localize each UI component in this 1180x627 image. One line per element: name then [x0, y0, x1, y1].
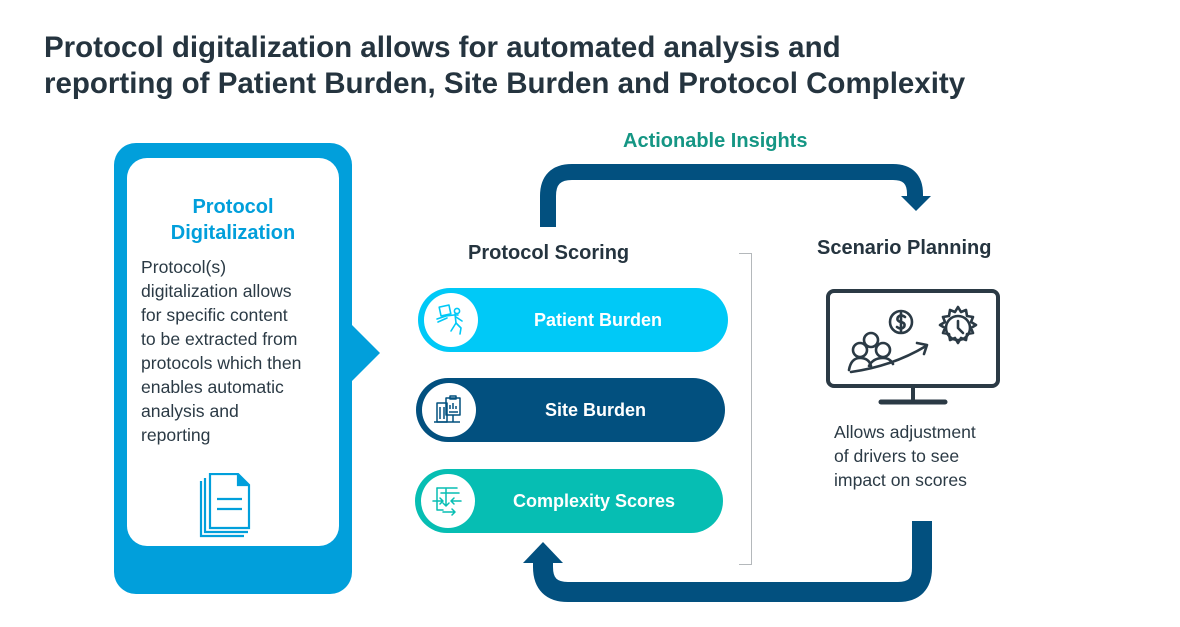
icon-badge — [424, 293, 478, 347]
title-line-2: reporting of Patient Burden, Site Burden… — [44, 67, 966, 100]
feedback-arrow — [523, 521, 932, 602]
gear-clock-icon — [938, 305, 978, 345]
scenario-planning-heading: Scenario Planning — [817, 237, 992, 259]
icon-badge — [421, 474, 475, 528]
protocol-scoring-heading: Protocol Scoring — [468, 242, 630, 264]
documents-stack-icon — [199, 473, 251, 538]
arrowhead-down-icon — [901, 196, 931, 211]
patient-burden-pill: Patient Burden — [418, 288, 728, 352]
description-line: to be extracted from — [141, 329, 298, 349]
people-group-icon — [847, 331, 895, 372]
description-line: analysis and — [141, 401, 239, 421]
process-arrows-icon — [432, 487, 462, 516]
page-title: Protocol digitalization allows for autom… — [44, 30, 1164, 102]
card-pointer-arrow — [350, 323, 380, 383]
description-line: protocols which then — [141, 353, 302, 373]
digitalization-description: Protocol(s) digitalization allows for sp… — [141, 255, 336, 447]
actionable-insights-arrow — [540, 164, 931, 227]
scenario-planning-description: Allows adjustment of drivers to see impa… — [834, 420, 1034, 492]
digitalization-heading: Protocol Digitalization — [127, 194, 339, 246]
complexity-scores-pill: Complexity Scores — [415, 469, 723, 533]
building-clipboard-icon — [434, 395, 461, 423]
patient-carrying-box-icon — [436, 304, 463, 335]
scoring-bracket — [739, 253, 752, 565]
actionable-insights-label: Actionable Insights — [623, 130, 808, 152]
dollar-coin-icon — [888, 309, 914, 335]
pill-label: Site Burden — [544, 399, 646, 420]
description-line: Allows adjustment — [834, 422, 976, 442]
pill-label: Complexity Scores — [512, 490, 676, 511]
description-line: of drivers to see — [834, 446, 960, 466]
site-burden-pill: Site Burden — [416, 378, 725, 442]
digitalization-card — [127, 158, 339, 546]
growth-arrow-icon — [849, 341, 929, 374]
heading-line-2: Digitalization — [170, 222, 296, 244]
title-line-1: Protocol digitalization allows for autom… — [44, 31, 841, 64]
heading-line-1: Protocol — [192, 196, 274, 218]
description-line: for specific content — [141, 305, 288, 325]
description-line: Protocol(s) — [141, 257, 227, 277]
arrowhead-up-icon — [523, 542, 563, 563]
description-line: impact on scores — [834, 470, 967, 490]
description-line: digitalization allows — [141, 281, 292, 301]
icon-badge — [422, 383, 476, 437]
monitor-people-growth-gear-icon — [826, 289, 1000, 405]
pill-label: Patient Burden — [533, 309, 662, 330]
description-line: reporting — [141, 425, 211, 445]
description-line: enables automatic — [141, 377, 284, 397]
